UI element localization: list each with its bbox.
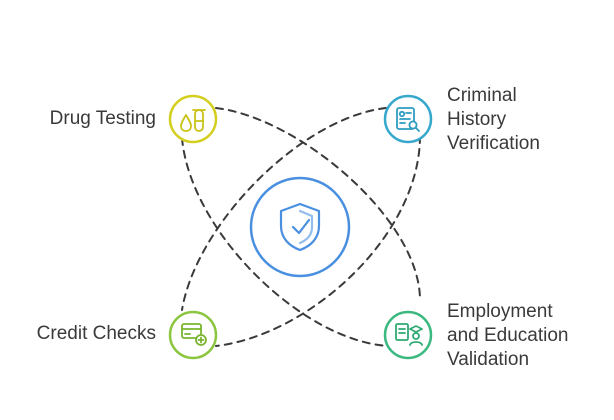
node-credit-checks	[168, 310, 218, 360]
drug-test-icon	[180, 109, 206, 132]
label-employment: Employment and Education Validation	[447, 300, 569, 372]
label-line: Drug Testing	[49, 108, 156, 129]
credit-card-add-icon	[181, 323, 207, 346]
label-line: Criminal	[447, 85, 517, 106]
label-line: Validation	[447, 349, 530, 370]
label-line: and Education	[447, 325, 569, 346]
label-line: Credit Checks	[36, 323, 156, 344]
connector-drug-to-employment	[215, 107, 421, 301]
connector-drug-to-employment-lower	[181, 137, 389, 347]
drug-testing-circle	[168, 94, 218, 144]
node-criminal-history	[383, 94, 433, 144]
label-line: History	[447, 109, 507, 130]
label-credit-checks: Credit Checks	[37, 322, 156, 346]
label-criminal-history: Criminal History Verification	[447, 84, 540, 156]
shield-check-icon	[279, 202, 321, 252]
label-line: Employment	[447, 301, 553, 322]
id-card-search-icon	[396, 107, 420, 132]
documents-graduate-icon	[395, 323, 423, 346]
label-line: Verification	[447, 133, 540, 154]
label-drug-testing: Drug Testing	[50, 107, 156, 131]
node-employment	[383, 310, 433, 360]
connector-criminal-to-credit	[181, 107, 387, 311]
center-node	[249, 176, 351, 278]
node-drug-testing	[168, 94, 218, 144]
credit-circle	[168, 310, 218, 360]
connector-criminal-to-credit-lower	[215, 135, 421, 347]
center-circle	[249, 176, 351, 278]
